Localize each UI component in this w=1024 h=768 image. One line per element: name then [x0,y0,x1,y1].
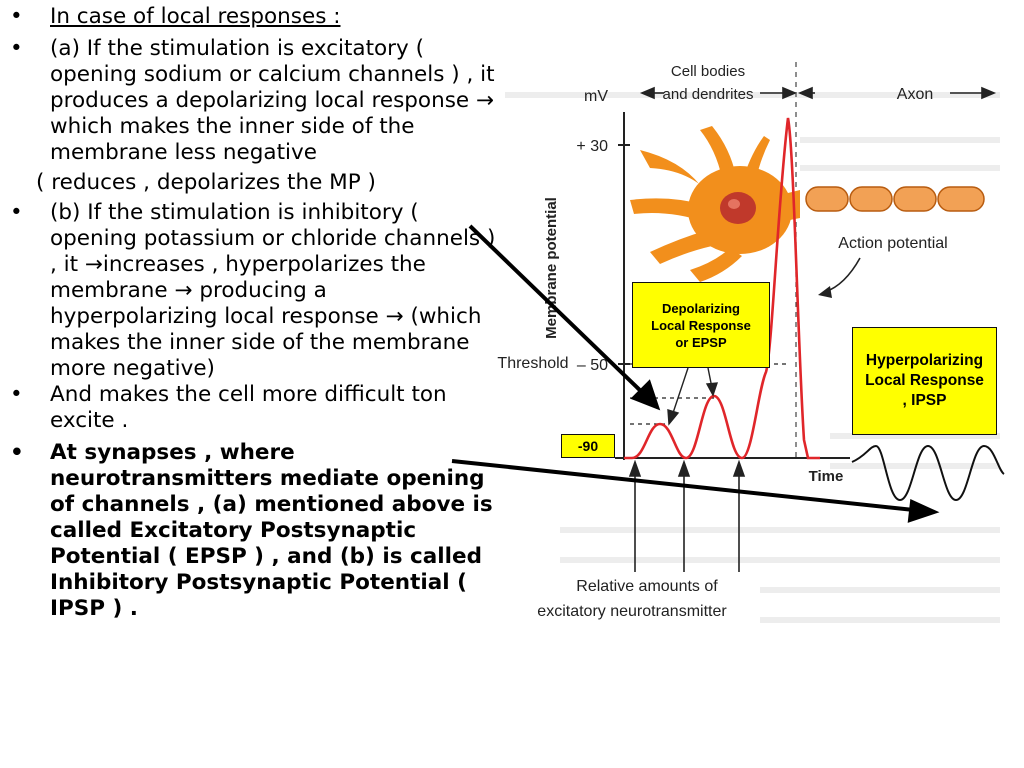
membrane-potential-trace [624,117,820,460]
excitatory-subline: ( reduces , depolarizes the MP ) [0,170,500,196]
minus90-callout: -90 [561,434,615,458]
cell-bodies-label-1: Cell bodies [671,63,745,80]
faded-background-page [505,92,1000,623]
cell-bodies-label-2: and dendrites [663,86,754,103]
minus90-callout-text: -90 [577,438,599,454]
bullet-inhibitory-text: (b) If the stimulation is inhibitory ( o… [50,200,496,381]
neuron-illustration [630,126,985,282]
depolarizing-callout: Depolarizing Local Response or EPSP [632,282,770,368]
bullet-synapses-text: At synapses , where neurotransmitters me… [50,440,493,621]
neurotransmitter-arrows [628,459,746,572]
region-arrows [639,86,997,100]
bullet-excitatory-text: (a) If the stimulation is excitatory ( o… [50,36,495,165]
bullet-inhibitory: (b) If the stimulation is inhibitory ( o… [0,200,500,382]
y-unit-label: mV [584,88,608,105]
hyperpolarizing-wave [851,444,1005,502]
bullet-local-responses-text: In case of local responses : [50,4,341,29]
bullet-local-responses: In case of local responses : [0,4,500,30]
y-axis-label: Membrane potential [543,197,560,339]
bullet-excitatory: (a) If the stimulation is excitatory ( o… [0,36,500,166]
bullet-difficult-excite-text: And makes the cell more difficult ton ex… [50,382,447,433]
threshold-label: Threshold [497,355,568,372]
neurotransmitter-label-1: Relative amounts of [576,578,718,595]
tick-label-plus30: + 30 [576,138,608,155]
excitatory-subline-text: ( reduces , depolarizes the MP ) [36,170,376,195]
action-potential-arrowhead [818,286,832,298]
action-potential-label: Action potential [838,235,947,252]
axon-label: Axon [897,86,933,103]
action-potential-arrow [824,257,861,293]
bullet-text-panel: In case of local responses : (a) If the … [0,4,500,622]
hyperpolarizing-callout: Hyperpolarizing Local Response , IPSP [852,327,997,435]
bullet-difficult-excite: And makes the cell more difficult ton ex… [0,382,500,434]
neurotransmitter-label-2: excitatory neurotransmitter [537,603,727,620]
bullet-synapses: At synapses , where neurotransmitters me… [0,440,500,622]
depolarizing-callout-text: Depolarizing Local Response or EPSP [651,300,751,350]
tick-label-minus50: – 50 [577,357,608,374]
hyperpolarizing-callout-text: Hyperpolarizing Local Response , IPSP [865,352,984,409]
x-axis-label: Time [809,468,844,485]
depolarizing-pointers [667,367,719,426]
